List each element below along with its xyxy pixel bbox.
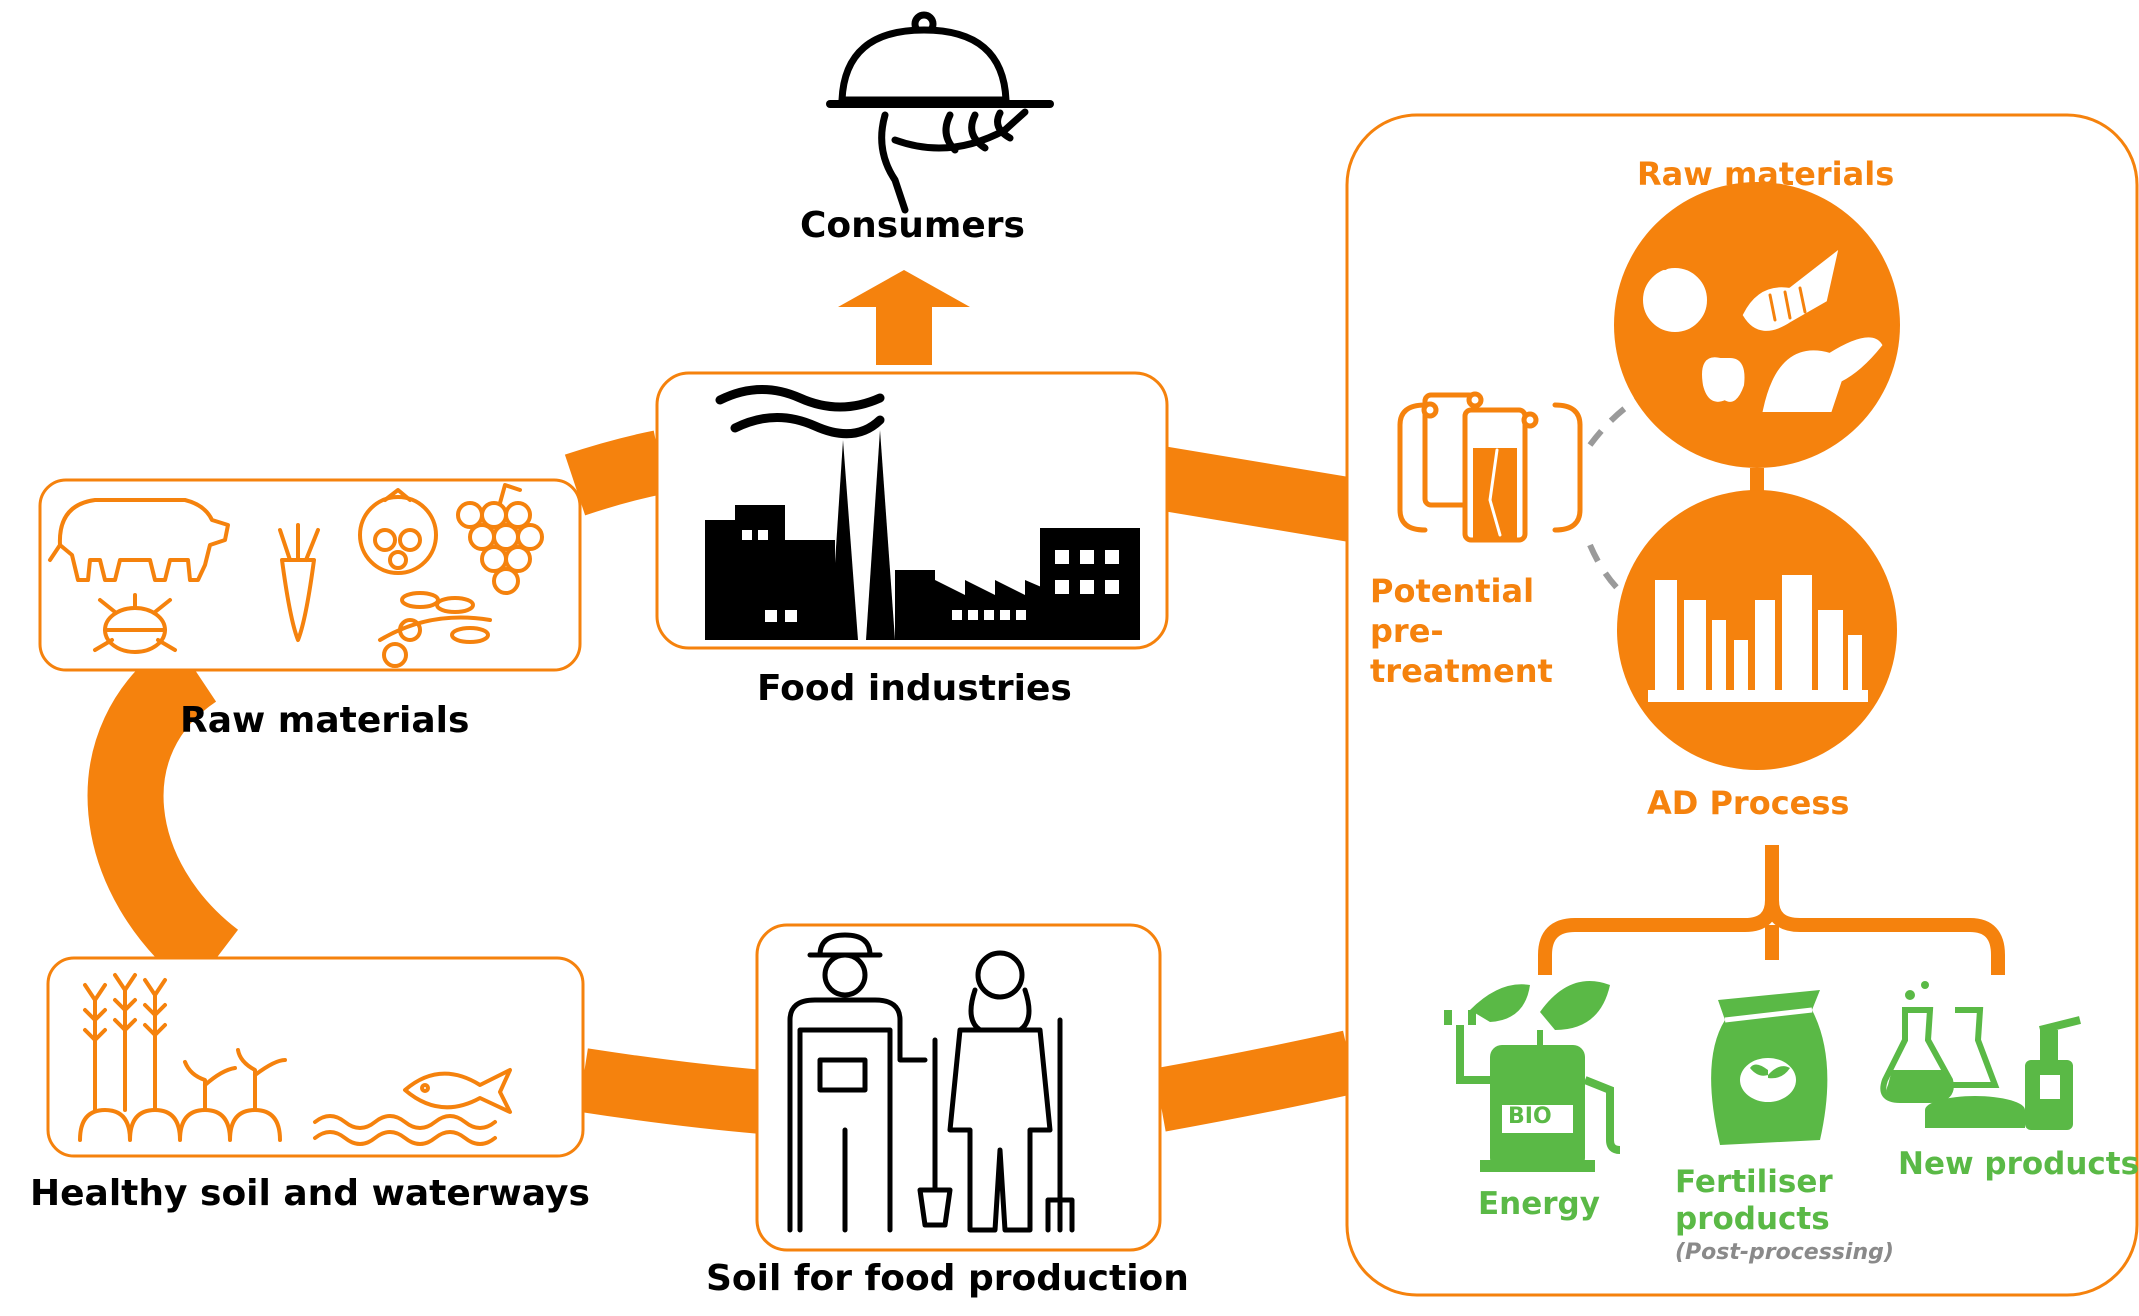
food-waste-icon [1643, 250, 1883, 412]
fertiliser-bag-icon [1711, 990, 1828, 1145]
cow-icon [48, 498, 230, 582]
tomato-icon [358, 488, 438, 575]
ad-process-label: AD Process [1647, 784, 1850, 822]
soil-food-box [755, 923, 1162, 1252]
beetle-icon [93, 593, 177, 654]
soil-food-label: Soil for food production [706, 1258, 1189, 1299]
energy-label: Energy [1478, 1186, 1600, 1222]
bio-fuel-pump-icon [1444, 981, 1621, 1172]
farmer-man-icon [787, 932, 953, 1233]
consumers-label: Consumers [800, 205, 1025, 246]
carrot-icon [278, 523, 320, 642]
loop-band-left-arc [87, 638, 239, 991]
bio-badge: BIO [1508, 1104, 1552, 1129]
loop-band [564, 430, 1358, 1134]
fish-icon [403, 1068, 512, 1114]
factory-icon [705, 385, 1140, 640]
water-waves [313, 1114, 497, 1146]
dashed-connector-bottom [1587, 543, 1632, 603]
lab-flasks-icon [1880, 981, 2081, 1130]
healthy-soil-label: Healthy soil and waterways [30, 1173, 590, 1214]
wheat-icon [83, 973, 167, 1112]
raw-materials-label: Raw materials [180, 700, 470, 741]
seedlings-icon [78, 1048, 287, 1142]
farmer-woman-icon [947, 950, 1075, 1233]
grapes-icon [456, 483, 544, 595]
pretreatment-label-line2: pre- [1370, 612, 1444, 650]
ad-plant-icon [1648, 575, 1868, 702]
products-bracket [1538, 845, 2005, 975]
pretreatment-tank-icon [1397, 391, 1583, 543]
fertiliser-note: (Post-processing) [1675, 1240, 1894, 1265]
ad-raw-materials-label: Raw materials [1637, 155, 1895, 193]
cloche-hand-icon [826, 11, 1054, 214]
pretreatment-label-line3: treatment [1370, 652, 1553, 690]
new-products-label: New products [1898, 1146, 2139, 1182]
olive-branch-icon [378, 591, 492, 668]
fertiliser-label-line2: products [1675, 1201, 1830, 1237]
fertiliser-label-line1: Fertiliser [1675, 1164, 1833, 1200]
pretreatment-label-line1: Potential [1370, 572, 1535, 610]
arrow-up-icon [838, 270, 970, 365]
food-industries-label: Food industries [757, 668, 1072, 709]
